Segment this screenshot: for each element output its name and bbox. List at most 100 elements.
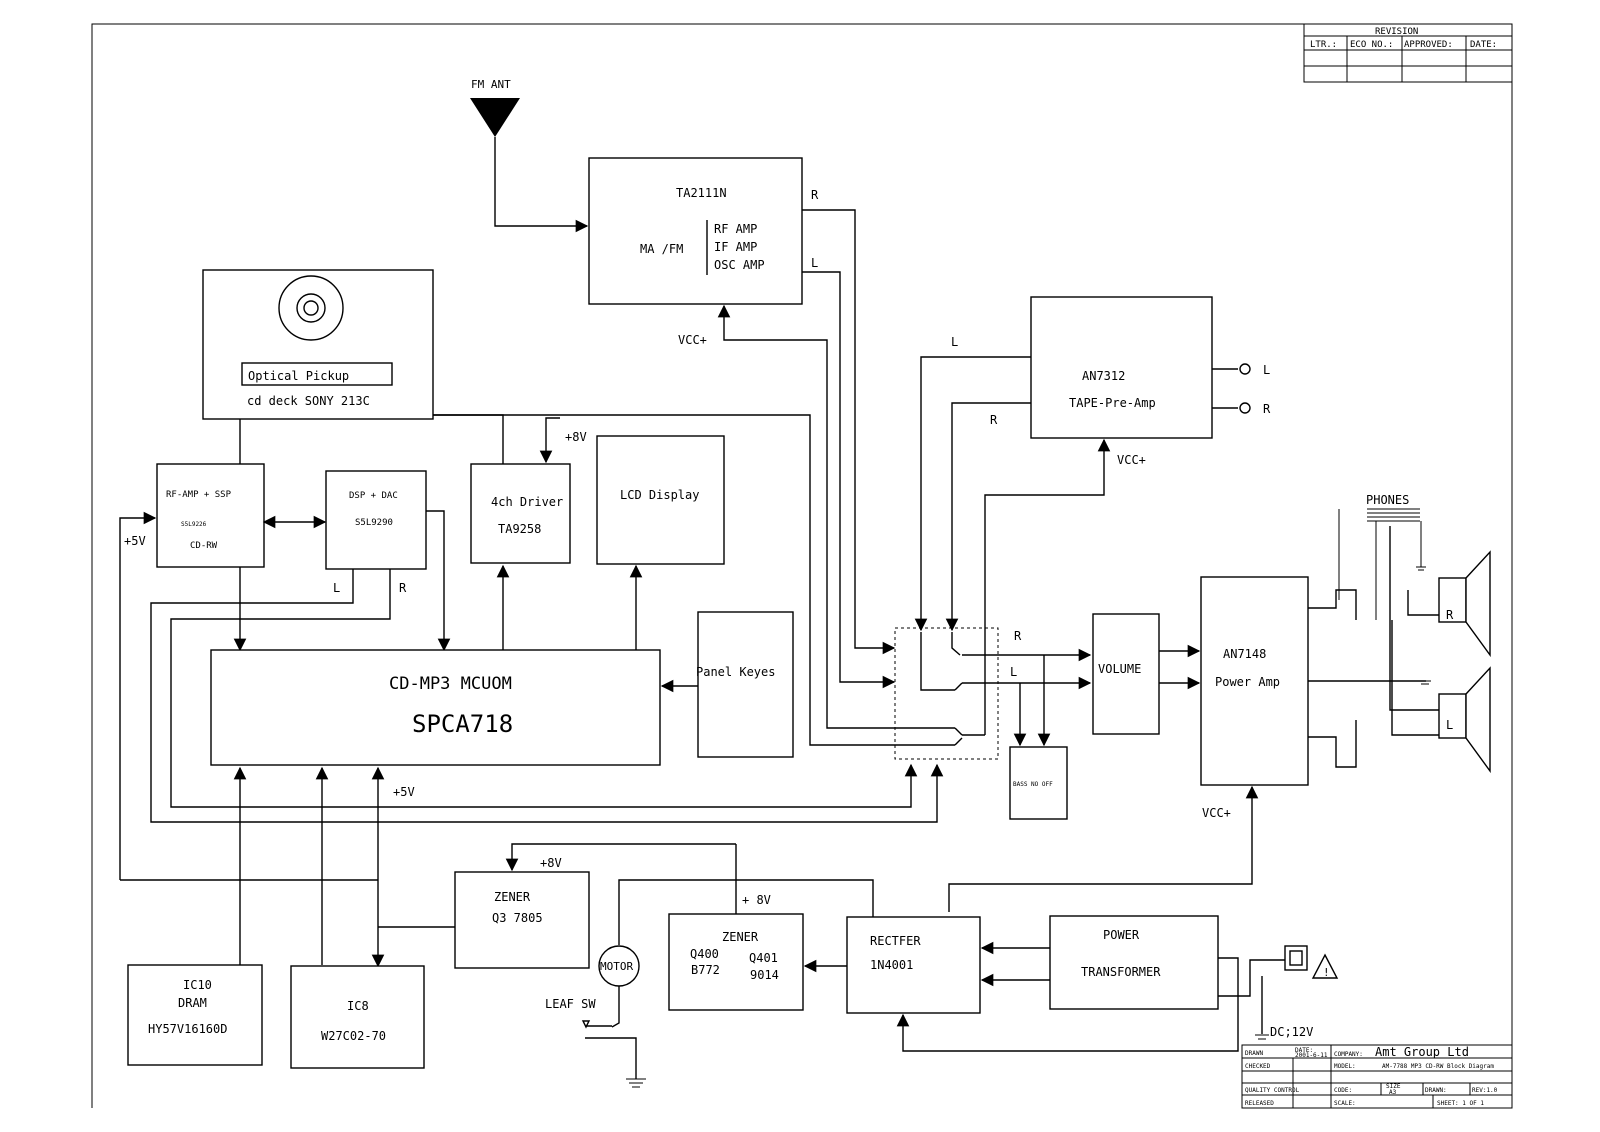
ic10-type: DRAM <box>178 996 207 1010</box>
power-amp-chip: AN7148 <box>1223 647 1266 661</box>
dc-label: DC;12V <box>1270 1025 1313 1039</box>
tb-scale-label: SCALE: <box>1334 1100 1356 1107</box>
ic8-block: IC8 W27C02-70 <box>290 965 425 1069</box>
rf-amp-chip: S5L9226 <box>181 521 207 528</box>
preamp-chip: AN7312 <box>1082 369 1125 383</box>
motor: MOTOR <box>598 945 640 987</box>
ic10-chip: HY57V16160D <box>148 1022 227 1036</box>
zener2-b772: B772 <box>691 963 720 977</box>
lcd-block: LCD Display <box>596 435 725 565</box>
zener2-v8: + 8V <box>742 893 771 907</box>
tb-company-label: COMPANY: <box>1334 1051 1363 1058</box>
rf-amp-v5: +5V <box>124 534 146 548</box>
power-amp-block: AN7148 Power Amp VCC+ <box>1200 576 1309 820</box>
bass-block: BASS NO OFF <box>1009 746 1068 820</box>
preamp-l-label: L <box>951 335 958 349</box>
tb-sheet: SHEET: 1 OF 1 <box>1437 1100 1484 1107</box>
tuner-r-label: R <box>811 188 819 202</box>
speaker-r-label: R <box>1446 608 1454 622</box>
tb-quality: QUALITY CONTROL <box>1245 1087 1300 1094</box>
dsp-chip: S5L9290 <box>355 518 393 528</box>
tb-released: RELEASED <box>1245 1100 1274 1107</box>
tb-model-label: MODEL: <box>1334 1063 1356 1070</box>
rf-amp-sub: CD-RW <box>190 541 218 551</box>
leaf-sw-label: LEAF SW <box>545 997 596 1011</box>
speaker-l-label: L <box>1446 718 1453 732</box>
zener1-block: ZENER Q3 7805 +8V <box>454 856 590 969</box>
power-amp-vcc: VCC+ <box>1202 806 1231 820</box>
switch-l-label: L <box>1010 665 1017 679</box>
preamp-block: AN7312 TAPE-Pre-Amp L R L R VCC+ <box>951 296 1271 467</box>
revision-title: REVISION <box>1375 27 1418 37</box>
selector-switch: R L <box>894 627 1092 760</box>
zener2-title: ZENER <box>722 930 759 944</box>
driver-chip: TA9258 <box>498 522 541 536</box>
tb-size-label: SIZE <box>1386 1083 1401 1090</box>
ic10-block: IC10 DRAM HY57V16160D <box>127 964 263 1066</box>
power-amp-title: Power Amp <box>1215 675 1280 689</box>
phones-label: PHONES <box>1366 493 1409 507</box>
driver-block: 4ch Driver TA9258 +8V <box>470 430 587 564</box>
dsp-l-label: L <box>333 581 340 595</box>
tb-size: A3 <box>1389 1089 1397 1096</box>
driver-title: 4ch Driver <box>491 495 563 509</box>
transformer-block: POWER TRANSFORMER <box>1049 915 1219 1010</box>
ic8-chip: W27C02-70 <box>321 1029 386 1043</box>
zener2-q401: Q401 <box>749 951 778 965</box>
rev-col-eco: ECO NO.: <box>1350 40 1393 50</box>
tuner-chip: TA2111N <box>676 186 727 200</box>
zener1-chip: Q3 7805 <box>492 911 543 925</box>
tb-drawn-label: DRAWN: <box>1425 1087 1447 1094</box>
cd-deck-model: cd deck SONY 213C <box>247 394 370 408</box>
dsp-block: DSP + DAC S5L9290 L R <box>325 470 427 595</box>
tb-model: AM-7788 MP3 CD-RW Block Diagram <box>1382 1063 1494 1070</box>
panel-keys-block: Panel Keyes <box>696 611 794 758</box>
lcd-title: LCD Display <box>620 488 699 502</box>
rf-amp-block: RF-AMP + SSP S5L9226 CD-RW +5V <box>124 463 265 568</box>
tb-rev: REV:1.0 <box>1472 1087 1498 1094</box>
rectifier-block: RECTFER 1N4001 <box>846 916 981 1014</box>
tuner-rf-amp: RF AMP <box>714 222 757 236</box>
rf-amp-title: RF-AMP + SSP <box>166 490 232 500</box>
transformer-l2: TRANSFORMER <box>1081 965 1161 979</box>
svg-text:!: ! <box>1323 966 1330 979</box>
tuner-mode: MA /FM <box>640 242 683 256</box>
zener2-9014: 9014 <box>750 968 779 982</box>
tb-date-label: DATE: <box>1295 1047 1313 1054</box>
tb-company: Amt Group Ltd <box>1375 1045 1469 1059</box>
optical-pickup-label: Optical Pickup <box>248 369 349 383</box>
rev-col-ltr: LTR.: <box>1310 40 1337 50</box>
rectifier-chip: 1N4001 <box>870 958 913 972</box>
sheet-border <box>91 23 1513 1108</box>
leaf-switch: LEAF SW <box>545 997 646 1088</box>
preamp-out-r: R <box>1263 402 1271 416</box>
fm-ant-label: FM ANT <box>471 78 511 91</box>
tb-date: 2001-6-11 <box>1295 1052 1328 1059</box>
panel-keys-title: Panel Keyes <box>696 665 775 679</box>
preamp-out-l: L <box>1263 363 1270 377</box>
zener1-title: ZENER <box>494 890 531 904</box>
tb-code-label: CODE: <box>1334 1087 1352 1094</box>
rev-col-date: DATE: <box>1470 40 1497 50</box>
tuner-l-label: L <box>811 256 818 270</box>
mcu-chip: SPCA718 <box>412 710 513 738</box>
rev-col-approved: APPROVED: <box>1404 40 1453 50</box>
dsp-title: DSP + DAC <box>349 491 398 501</box>
volume-title: VOLUME <box>1098 662 1141 676</box>
fm-antenna: FM ANT <box>470 78 589 233</box>
tuner-osc-amp: OSC AMP <box>714 258 765 272</box>
cd-deck-block: Optical Pickup cd deck SONY 213C <box>202 269 434 420</box>
tuner-vcc-label: VCC+ <box>678 333 707 347</box>
zener1-v8: +8V <box>540 856 562 870</box>
tb-checked: CHECKED <box>1245 1063 1271 1070</box>
transformer-l1: POWER <box>1103 928 1140 942</box>
mcu-title: CD-MP3 MCUOM <box>389 674 512 694</box>
motor-label: MOTOR <box>600 960 633 973</box>
driver-v8: +8V <box>565 430 587 444</box>
dsp-r-label: R <box>399 581 407 595</box>
preamp-vcc: VCC+ <box>1117 453 1146 467</box>
ic8-name: IC8 <box>347 999 369 1013</box>
mcu-v5: +5V <box>393 785 415 799</box>
tuner-block: TA2111N MA /FM RF AMP IF AMP OSC AMP R L… <box>588 157 819 347</box>
